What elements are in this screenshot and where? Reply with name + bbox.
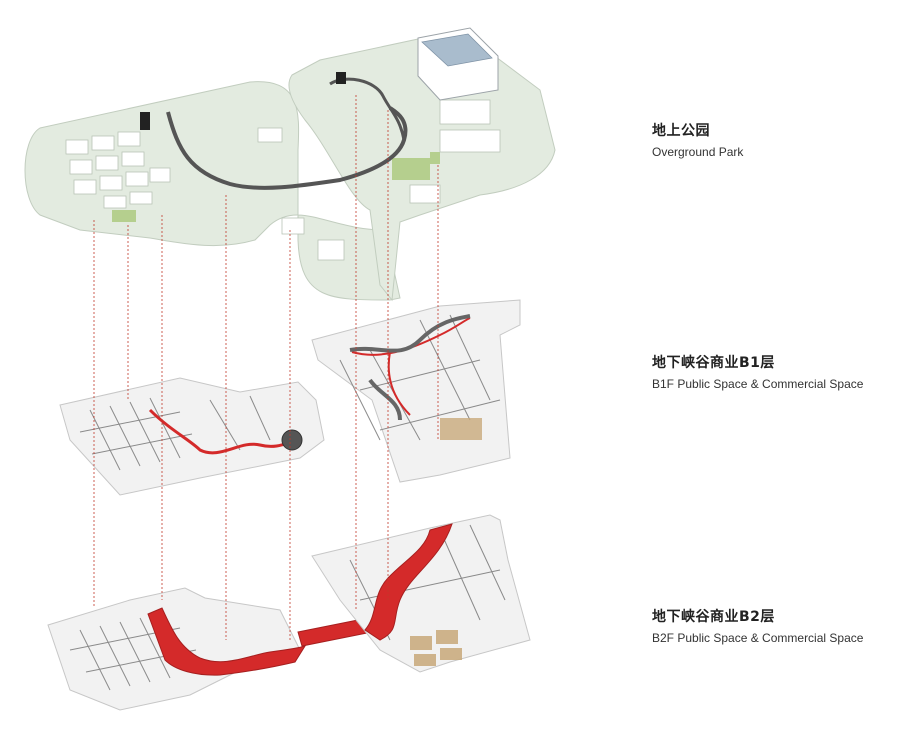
overground-park-layer bbox=[24, 27, 556, 302]
b1-walls-right bbox=[339, 314, 501, 441]
b1-walkway-right bbox=[349, 314, 471, 421]
vertical-alignment-lines bbox=[93, 95, 439, 640]
b2-slab-right bbox=[311, 514, 531, 673]
label-b1: 地下峡谷商业B1层 B1F Public Space & Commercial … bbox=[652, 352, 863, 391]
label-b2-en: B2F Public Space & Commercial Space bbox=[652, 631, 864, 645]
stadium-building bbox=[417, 27, 499, 101]
label-overground-park: 地上公园 Overground Park bbox=[652, 120, 743, 159]
b2-walls-left bbox=[69, 617, 197, 691]
b2-shop-floors bbox=[410, 630, 462, 666]
label-overground-park-en: Overground Park bbox=[652, 145, 744, 159]
park-building-blocks-right bbox=[409, 99, 501, 204]
b1-circulation-right bbox=[351, 317, 471, 416]
b1-slab-right bbox=[311, 299, 521, 483]
park-building-blocks-left bbox=[65, 127, 345, 261]
label-b2: 地下峡谷商业B2层 B2F Public Space & Commercial … bbox=[652, 606, 863, 645]
label-b2-cn: 地下峡谷商业B2层 bbox=[652, 609, 775, 625]
b1-shop-floor bbox=[440, 418, 482, 440]
park-pavilion-2 bbox=[336, 72, 346, 84]
b2-layer bbox=[47, 514, 531, 711]
b2-circulation-left bbox=[147, 607, 307, 676]
b1-layer bbox=[59, 299, 521, 496]
label-overground-park-cn: 地上公园 bbox=[652, 123, 710, 139]
elevated-walkway bbox=[166, 106, 408, 190]
label-b1-cn: 地下峡谷商业B1层 bbox=[652, 355, 775, 371]
b1-atrium-left bbox=[281, 429, 303, 451]
park-pavilion-1 bbox=[140, 112, 150, 130]
b1-walls-left bbox=[79, 395, 271, 471]
b1-circulation-left bbox=[148, 408, 301, 455]
park-lawns bbox=[112, 152, 440, 222]
b2-circulation-right bbox=[364, 523, 453, 641]
label-b1-en: B1F Public Space & Commercial Space bbox=[652, 377, 864, 391]
b1-slab-left bbox=[59, 377, 325, 496]
